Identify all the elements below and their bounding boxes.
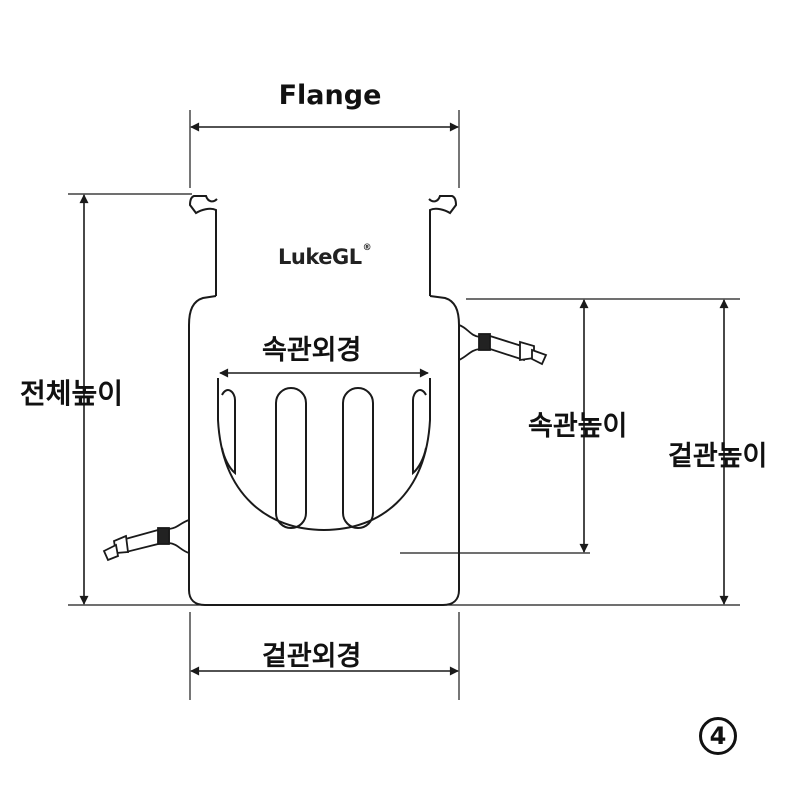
flange-label: Flange (278, 80, 382, 111)
dimension-arrows (79, 122, 729, 676)
upper-hose-barb (458, 324, 548, 366)
outer-jacket (188, 295, 460, 606)
brand-logo: LukeGL® (278, 243, 372, 269)
brand-name: LukeGL (278, 245, 362, 269)
baffle (342, 387, 374, 529)
jacketed-vessel (188, 195, 460, 606)
inner-height-label: 속관높이 (528, 411, 628, 442)
baffle (412, 389, 427, 476)
lower-hose-barb (102, 519, 190, 562)
baffle (275, 387, 307, 529)
outer-outer-diameter-label: 겉관외경 (262, 641, 362, 672)
total-height-label: 전체높이 (20, 377, 124, 410)
baffle (221, 389, 236, 476)
inner-vessel-bottom (217, 378, 431, 532)
figure-number-badge: 4 (699, 717, 737, 755)
extension-lines (68, 110, 740, 700)
right-flange-lip (428, 195, 458, 296)
registered-mark: ® (362, 243, 372, 253)
left-flange-lip (188, 195, 218, 296)
outer-height-label: 겉관높이 (668, 441, 768, 472)
inner-outer-diameter-label: 속관외경 (262, 335, 362, 366)
